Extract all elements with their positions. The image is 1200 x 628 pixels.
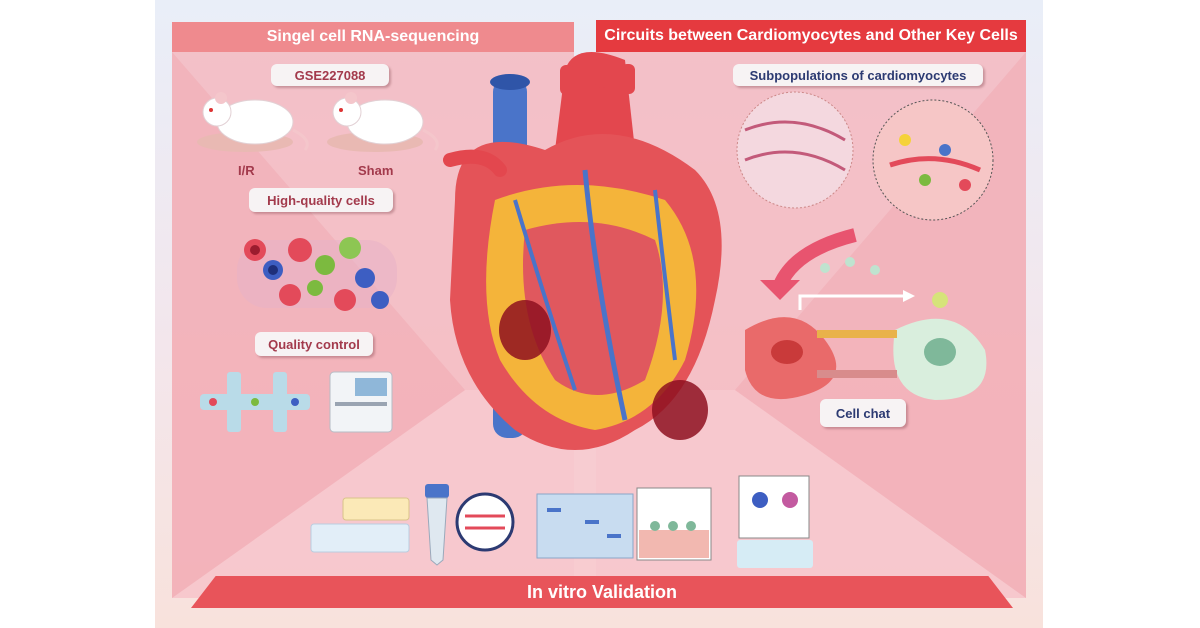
header-circuits: Circuits between Cardiomyocytes and Othe…: [596, 20, 1026, 52]
heart-illustration: [443, 52, 722, 450]
header-single-cell: Singel cell RNA-sequencing: [172, 22, 574, 52]
sham-label: Sham: [358, 163, 394, 178]
figure-graphics: [172, 52, 1026, 598]
high-quality-label: High-quality cells: [249, 188, 393, 212]
header-in-vitro: In vitro Validation: [191, 576, 1013, 608]
cell-cluster-icon: [237, 237, 397, 311]
well-plate-icon: [310, 497, 410, 553]
dataset-label: GSE227088: [271, 64, 389, 86]
cell-chat-label: Cell chat: [820, 399, 906, 427]
mouse-icon: [327, 92, 439, 152]
arrow-icon: [760, 228, 857, 300]
transwell-icon: [636, 487, 712, 561]
ir-label: I/R: [238, 163, 255, 178]
chip-icon: [200, 372, 310, 432]
subpopulations-label: Subpopulations of cardiomyocytes: [733, 64, 983, 86]
western-blot-icon: [536, 493, 634, 559]
mouse-icon: [197, 92, 309, 152]
dna-magnifier-icon: [455, 492, 515, 552]
quality-control-label: Quality control: [255, 332, 373, 356]
sequencer-icon: [329, 371, 393, 433]
cell-communication-icon: [745, 257, 987, 400]
staining-icon: [737, 475, 813, 568]
figure-canvas: Singel cell RNA-sequencing Circuits betw…: [155, 0, 1043, 628]
centrifuge-tube-icon: [425, 484, 449, 566]
tissue-magnifier-icon: [736, 91, 994, 221]
